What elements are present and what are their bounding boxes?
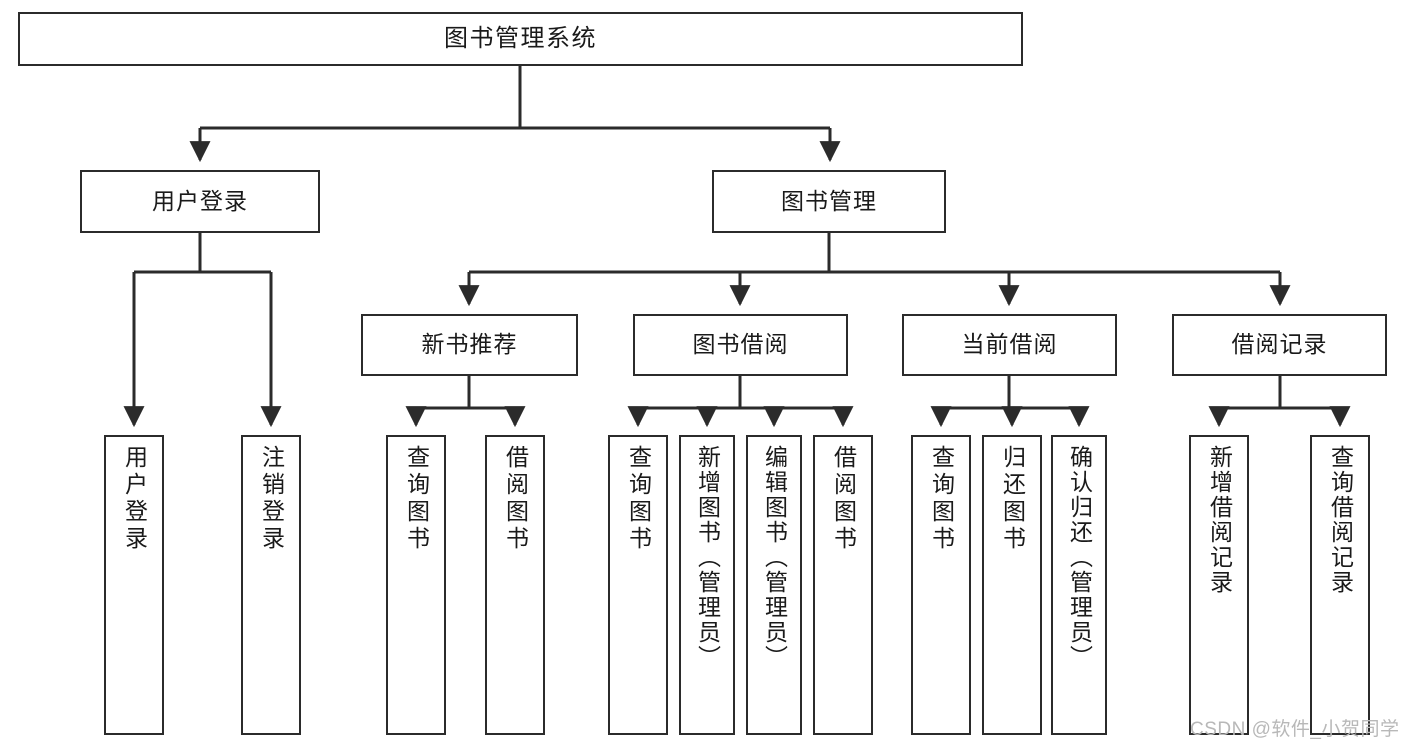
node-leaf-add-record[interactable]: 新增借阅记录 bbox=[1189, 435, 1249, 735]
node-new-book-rec[interactable]: 新书推荐 bbox=[361, 314, 578, 376]
node-leaf-query-book-3-label: 查询图书 bbox=[928, 445, 955, 553]
node-leaf-query-record[interactable]: 查询借阅记录 bbox=[1310, 435, 1370, 735]
csdn-watermark: CSDN @软件_小贺同学 bbox=[1190, 719, 1400, 740]
node-leaf-query-book-2[interactable]: 查询图书 bbox=[608, 435, 668, 735]
node-leaf-return-book[interactable]: 归还图书 bbox=[982, 435, 1042, 735]
node-leaf-confirm-return-label: 确认归还（管理员） bbox=[1066, 445, 1093, 670]
node-borrow-record[interactable]: 借阅记录 bbox=[1172, 314, 1387, 376]
node-current-borrow[interactable]: 当前借阅 bbox=[902, 314, 1117, 376]
node-leaf-borrow-book-2[interactable]: 借阅图书 bbox=[813, 435, 873, 735]
node-user-login-label: 用户登录 bbox=[152, 187, 248, 214]
node-user-login[interactable]: 用户登录 bbox=[80, 170, 320, 233]
node-leaf-logout-login-label: 注销登录 bbox=[258, 445, 285, 553]
node-leaf-add-book[interactable]: 新增图书（管理员） bbox=[679, 435, 735, 735]
node-leaf-user-login[interactable]: 用户登录 bbox=[104, 435, 164, 735]
node-new-book-rec-label: 新书推荐 bbox=[421, 331, 518, 358]
node-book-borrow[interactable]: 图书借阅 bbox=[633, 314, 848, 376]
node-leaf-return-book-label: 归还图书 bbox=[999, 445, 1026, 553]
node-leaf-logout-login[interactable]: 注销登录 bbox=[241, 435, 301, 735]
node-leaf-query-record-label: 查询借阅记录 bbox=[1327, 445, 1354, 595]
node-leaf-query-book-1-label: 查询图书 bbox=[403, 445, 430, 553]
node-leaf-query-book-3[interactable]: 查询图书 bbox=[911, 435, 971, 735]
node-leaf-borrow-book-1[interactable]: 借阅图书 bbox=[485, 435, 545, 735]
node-borrow-record-label: 借阅记录 bbox=[1231, 331, 1328, 358]
node-leaf-edit-book-label: 编辑图书（管理员） bbox=[761, 445, 788, 670]
node-leaf-add-record-label: 新增借阅记录 bbox=[1206, 445, 1233, 595]
node-leaf-add-book-label: 新增图书（管理员） bbox=[694, 445, 721, 670]
node-root-system[interactable]: 图书管理系统 bbox=[18, 12, 1023, 66]
node-current-borrow-label: 当前借阅 bbox=[961, 331, 1058, 358]
node-leaf-query-book-1[interactable]: 查询图书 bbox=[386, 435, 446, 735]
node-leaf-edit-book[interactable]: 编辑图书（管理员） bbox=[746, 435, 802, 735]
node-book-manage-label: 图书管理 bbox=[781, 187, 877, 214]
node-leaf-query-book-2-label: 查询图书 bbox=[625, 445, 652, 553]
node-leaf-user-login-label: 用户登录 bbox=[121, 445, 148, 553]
node-book-manage[interactable]: 图书管理 bbox=[712, 170, 946, 233]
node-leaf-borrow-book-2-label: 借阅图书 bbox=[830, 445, 857, 553]
node-leaf-confirm-return[interactable]: 确认归还（管理员） bbox=[1051, 435, 1107, 735]
node-root-label: 图书管理系统 bbox=[444, 24, 597, 52]
node-book-borrow-label: 图书借阅 bbox=[692, 331, 789, 358]
node-leaf-borrow-book-1-label: 借阅图书 bbox=[502, 445, 529, 553]
